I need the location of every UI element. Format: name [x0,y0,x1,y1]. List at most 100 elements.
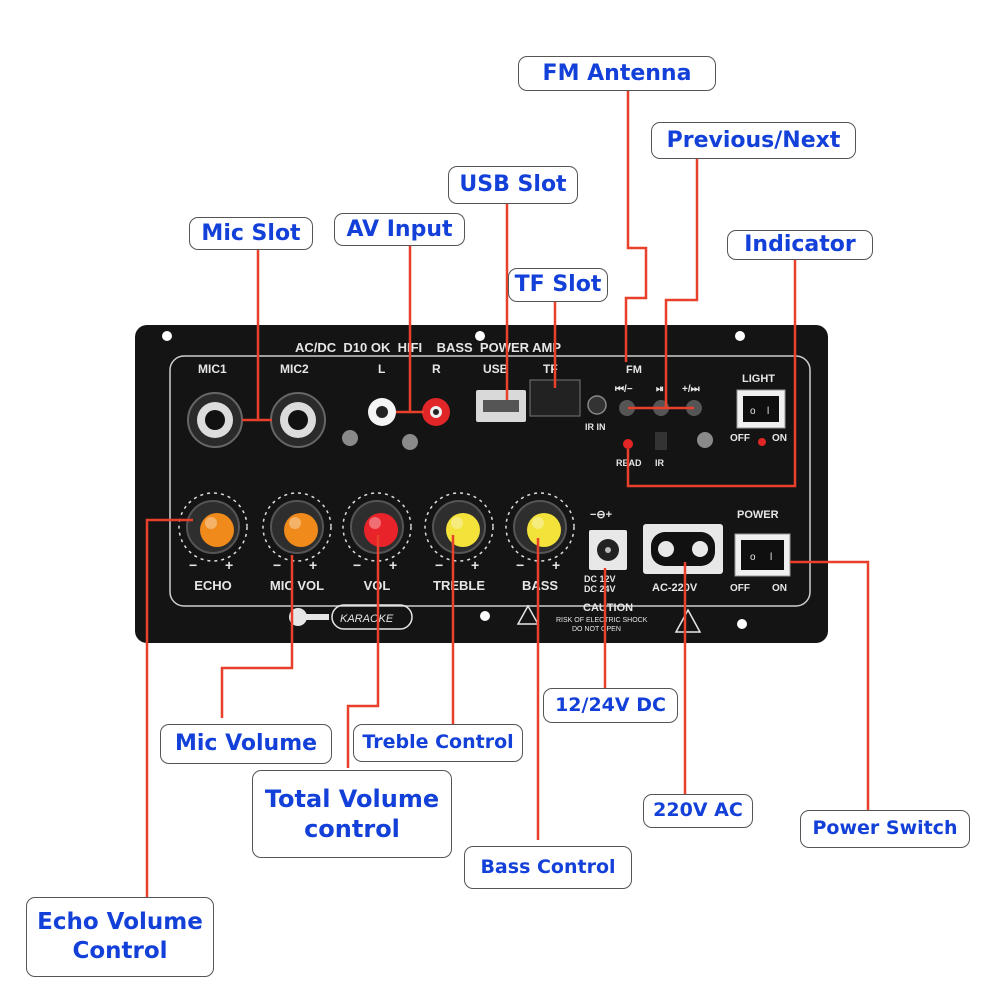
amplifier-panel: AC/DC D10 OK HIFI BASS POWER AMP MIC1 MI… [135,325,828,643]
read-indicator-led [623,439,633,449]
knob-label: TREBLE [433,578,485,593]
callout-tf-slot: TF Slot [508,268,608,302]
prev-label: ⏮/− [615,384,633,395]
callout-ac-input: 220V AC [643,794,753,828]
callout-fm-antenna: FM Antenna [518,56,716,91]
mic-volume-leader [220,555,294,718]
previous-button[interactable] [619,400,635,416]
panel-border [169,355,811,607]
knob-1[interactable] [178,492,248,562]
karaoke-badge: KARAOKE [289,604,413,630]
panel-body [135,325,828,643]
panel-title: AC/DC D10 OK HIFI BASS POWER AMP [295,340,561,355]
knob-row: −+ECHO−+MIC VOL−+VOL−+TREBLE−+BASS [178,492,575,593]
knob-label: ECHO [194,578,232,593]
usb-label: USB [483,362,509,376]
usb-port[interactable] [476,390,526,422]
callout-av-input: AV Input [334,213,465,246]
next-label: +/⏭ [682,384,700,395]
knob-5[interactable] [505,492,575,562]
power-switch-title: POWER [737,509,779,521]
light-led [758,438,766,446]
shock-warning-icon [516,604,540,625]
mounting-hole [475,331,485,341]
callout-indicator: Indicator [727,230,873,260]
right-channel-label: R [432,362,441,376]
callout-mic-volume: Mic Volume [160,724,332,764]
knob-plus-label: + [309,557,317,573]
power-on-label: ON [772,583,787,594]
svg-text:o: o [750,552,756,563]
warning-icon [674,608,702,633]
mounting-hole [480,611,490,621]
knob-4[interactable] [424,492,494,562]
light-off-label: OFF [730,433,750,444]
svg-text:l: l [770,552,772,563]
knob-2[interactable] [262,492,332,562]
callout-power-switch: Power Switch [800,810,970,848]
mounting-hole [735,331,745,341]
knob-plus-label: + [389,557,397,573]
mic2-jack[interactable] [270,392,326,448]
play-label: ⏯ [656,384,664,395]
caution-line-1: RISK OF ELECTRIC SHOCK [556,617,648,624]
power-switch[interactable]: o l [734,533,791,577]
callout-mic-slot: Mic Slot [189,217,313,250]
leader-lines [145,88,870,898]
ir-label: IR [655,458,665,468]
ir-in-jack[interactable] [587,395,607,415]
total-volume-leader [346,535,380,768]
karaoke-label: KARAOKE [340,613,394,625]
mic1-jack[interactable] [187,392,243,448]
caution-line-2: DO NOT OPEN [572,626,621,633]
knob-3[interactable] [342,492,412,562]
indicator-leader [626,258,797,488]
callout-previous-next: Previous/Next [651,122,856,159]
knob-plus-label: + [552,557,560,573]
svg-text:o: o [750,406,756,417]
callout-bass-control: Bass Control [464,846,632,889]
ir-in-label: IR IN [585,422,606,432]
callout-usb-slot: USB Slot [448,166,578,204]
knob-minus-label: − [189,557,197,573]
echo-volume-leader [145,518,193,898]
knob-plus-label: + [471,557,479,573]
power-off-label: OFF [730,583,750,594]
fm-label: FM [626,364,642,376]
callout-dc-input: 12/24V DC [543,688,678,723]
dc-power-jack[interactable] [589,530,627,570]
light-on-label: ON [772,433,787,444]
knob-minus-label: − [435,557,443,573]
light-switch[interactable]: o l [736,389,786,429]
fm-antenna-leader [624,88,648,362]
caution-title: CAUTION [583,602,633,614]
dc-voltage-label-2: DC 24V [584,584,616,594]
ac-voltage-label: AC-220V [652,582,698,594]
rca-right-jack[interactable] [422,398,450,426]
knob-minus-label: − [273,557,281,573]
ac-power-socket[interactable] [643,524,723,574]
rca-left-jack[interactable] [368,398,396,426]
mic1-label: MIC1 [198,362,227,376]
callout-treble-control: Treble Control [353,724,523,762]
screw [342,430,358,446]
mounting-hole [737,619,747,629]
svg-text:l: l [767,406,769,417]
dc-polarity-label: −⊖+ [590,509,612,521]
power-switch-leader [790,560,870,810]
screw [697,432,713,448]
knob-plus-label: + [225,557,233,573]
left-channel-label: L [378,362,385,376]
screw [402,434,418,450]
dc-voltage-label-1: DC 12V [584,574,616,584]
mic2-label: MIC2 [280,362,309,376]
mounting-hole [162,331,172,341]
ir-receiver [655,432,667,450]
knob-minus-label: − [516,557,524,573]
knob-label: MIC VOL [270,578,324,593]
knob-label: BASS [522,578,558,593]
previous-next-leader [664,158,699,408]
